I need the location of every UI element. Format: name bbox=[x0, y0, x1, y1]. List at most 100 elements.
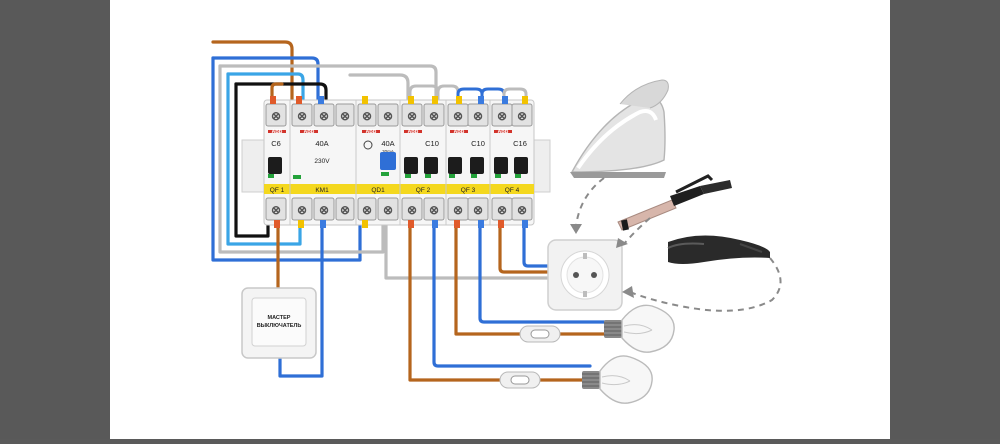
wire-blue-socket bbox=[522, 223, 554, 268]
svg-text:⊗: ⊗ bbox=[407, 109, 417, 123]
master-switch-line1: МАСТЕР bbox=[268, 315, 291, 321]
label-qf4: QF 4 bbox=[505, 187, 520, 194]
svg-text:⊗: ⊗ bbox=[407, 203, 417, 217]
rating-qf3: C10 bbox=[471, 139, 485, 148]
rating-km1: 40A bbox=[315, 139, 328, 148]
toggle-qf4-a[interactable] bbox=[494, 157, 508, 174]
steam-iron bbox=[570, 79, 669, 178]
svg-text:⊗: ⊗ bbox=[340, 109, 350, 123]
toggle-qf4-b[interactable] bbox=[514, 157, 528, 174]
svg-text:⊗: ⊗ bbox=[319, 203, 329, 217]
wire-blue-outer bbox=[211, 56, 362, 262]
svg-text:⊗: ⊗ bbox=[453, 109, 463, 123]
toggle-qf2-b[interactable] bbox=[424, 157, 438, 174]
wire-blue-bridge-2 bbox=[480, 87, 506, 101]
wire-lightblue-left bbox=[226, 72, 302, 246]
svg-text:⊗: ⊗ bbox=[517, 203, 527, 217]
label-qf2: QF 2 bbox=[416, 187, 431, 194]
svg-text:⊗: ⊗ bbox=[429, 203, 439, 217]
wire-gray-outer bbox=[218, 64, 438, 101]
label-qf1: QF 1 bbox=[270, 187, 285, 194]
svg-text:⊗: ⊗ bbox=[453, 203, 463, 217]
lamp1-switch[interactable] bbox=[519, 325, 561, 343]
wiring bbox=[211, 40, 614, 382]
rating-qd1: 40A bbox=[381, 139, 394, 148]
toggle-qf3-a[interactable] bbox=[448, 157, 462, 174]
brand-labels: ABB ABB ABB ABB ABB ABB bbox=[272, 129, 509, 135]
label-km1: KM1 bbox=[315, 187, 329, 194]
rating-qf4: C16 bbox=[513, 139, 527, 148]
svg-text:⊗: ⊗ bbox=[383, 203, 393, 217]
wire-lightblue-top bbox=[226, 72, 305, 101]
wire-blue-supply bbox=[211, 56, 320, 101]
svg-text:⊗: ⊗ bbox=[473, 203, 483, 217]
svg-text:⊗: ⊗ bbox=[340, 203, 350, 217]
curling-iron bbox=[617, 174, 732, 231]
rating-qf1: C6 bbox=[271, 139, 281, 148]
brand-label: ABB bbox=[304, 129, 315, 135]
master-switch-line2: ВЫКЛЮЧАТЕЛЬ bbox=[257, 323, 302, 329]
power-socket bbox=[547, 239, 623, 311]
svg-text:⊗: ⊗ bbox=[473, 109, 483, 123]
sub-qd1: 30mA bbox=[382, 149, 394, 154]
hair-straightener-icon bbox=[667, 235, 770, 264]
top-terminals: ⊗ ⊗ ⊗ ⊗ ⊗ ⊗ ⊗ ⊗ ⊗ ⊗ ⊗ ⊗ bbox=[265, 103, 533, 127]
svg-text:⊗: ⊗ bbox=[517, 109, 527, 123]
brand-label: ABB bbox=[408, 129, 419, 135]
left-frame bbox=[0, 0, 110, 439]
svg-text:⊗: ⊗ bbox=[497, 203, 507, 217]
steam-iron-icon bbox=[570, 79, 669, 178]
toggle-qf1[interactable] bbox=[268, 157, 282, 174]
master-switch[interactable]: МАСТЕР ВЫКЛЮЧАТЕЛЬ bbox=[241, 287, 317, 359]
wire-brown-short bbox=[270, 82, 284, 101]
brand-strips bbox=[268, 130, 512, 133]
wire-brown-supply bbox=[211, 40, 294, 101]
wire-black-loop bbox=[234, 82, 328, 101]
wire-gray-bridge-3 bbox=[502, 87, 528, 101]
curling-iron-icon bbox=[617, 174, 732, 231]
brand-label: ABB bbox=[498, 129, 509, 135]
svg-text:⊗: ⊗ bbox=[319, 109, 329, 123]
rating-qf2: C10 bbox=[425, 139, 439, 148]
hair-straightener bbox=[667, 235, 770, 264]
top-ferrules bbox=[270, 96, 528, 104]
wire-gray-top bbox=[348, 73, 410, 101]
din-rail-assembly: ⊗ ⊗ ⊗ ⊗ ⊗ ⊗ ⊗ ⊗ ⊗ ⊗ ⊗ ⊗ bbox=[241, 96, 551, 228]
light-bulb-icon bbox=[582, 355, 653, 404]
label-qf3: QF 3 bbox=[461, 187, 476, 194]
module-labels: QF 1 KM1 QD1 QF 2 QF 3 QF 4 bbox=[270, 187, 520, 194]
wire-blue-switch bbox=[278, 223, 324, 378]
wire-gray-socket bbox=[384, 223, 550, 280]
label-qd1: QD1 bbox=[371, 187, 385, 194]
svg-text:⊗: ⊗ bbox=[383, 109, 393, 123]
brand-label: ABB bbox=[366, 129, 377, 135]
label-strip bbox=[264, 184, 534, 194]
brand-label: ABB bbox=[454, 129, 465, 135]
module-separators bbox=[289, 100, 491, 225]
wire-gray-left bbox=[218, 64, 385, 254]
svg-text:⊗: ⊗ bbox=[497, 109, 507, 123]
toggle-qd1[interactable] bbox=[380, 152, 396, 170]
light-bulb-icon bbox=[604, 304, 675, 353]
connection-arrows bbox=[575, 177, 782, 312]
toggle-qf3-b[interactable] bbox=[470, 157, 484, 174]
bottom-ferrules bbox=[274, 220, 528, 228]
svg-text:⊗: ⊗ bbox=[297, 109, 307, 123]
light-bulb-2 bbox=[582, 355, 653, 404]
svg-text:⊗: ⊗ bbox=[271, 109, 281, 123]
arrow-heads bbox=[570, 224, 634, 298]
wire-blue-lamp2 bbox=[432, 223, 592, 368]
wire-brown-lamp1 bbox=[454, 223, 522, 336]
wire-black-left bbox=[234, 82, 270, 238]
wire-gray-bridge-2 bbox=[436, 84, 460, 101]
toggle-qf2-a[interactable] bbox=[404, 157, 418, 174]
wire-brown-socket bbox=[498, 223, 552, 274]
svg-text:⊗: ⊗ bbox=[362, 109, 372, 123]
lamp2-switch[interactable] bbox=[499, 371, 541, 389]
arrow-curling-iron bbox=[623, 217, 651, 245]
sub-km1: 230V bbox=[314, 158, 330, 165]
svg-text:⊗: ⊗ bbox=[429, 109, 439, 123]
brand-label: ABB bbox=[272, 129, 283, 135]
diagram-panel: ⊗ ⊗ ⊗ ⊗ ⊗ ⊗ ⊗ ⊗ ⊗ ⊗ ⊗ ⊗ bbox=[110, 0, 890, 439]
